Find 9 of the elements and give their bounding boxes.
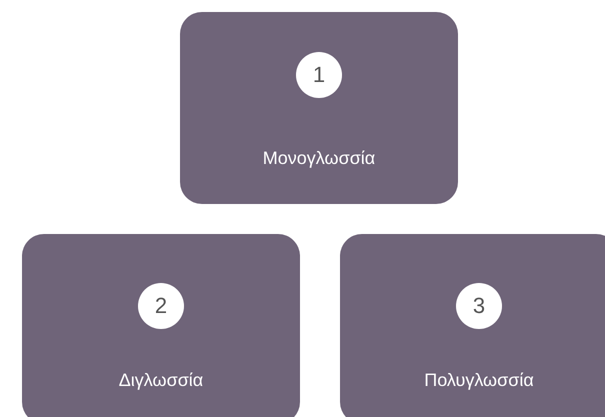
number-badge: 1 [296,52,342,98]
number-badge: 3 [456,283,502,329]
category-card [180,12,458,204]
card-title: Πολυγλωσσία [423,370,535,391]
card-title: Μονογλωσσία [262,148,376,169]
card-title: Διγλωσσία [118,370,204,391]
number-badge: 2 [138,283,184,329]
category-card [22,234,300,417]
category-card [340,234,605,417]
